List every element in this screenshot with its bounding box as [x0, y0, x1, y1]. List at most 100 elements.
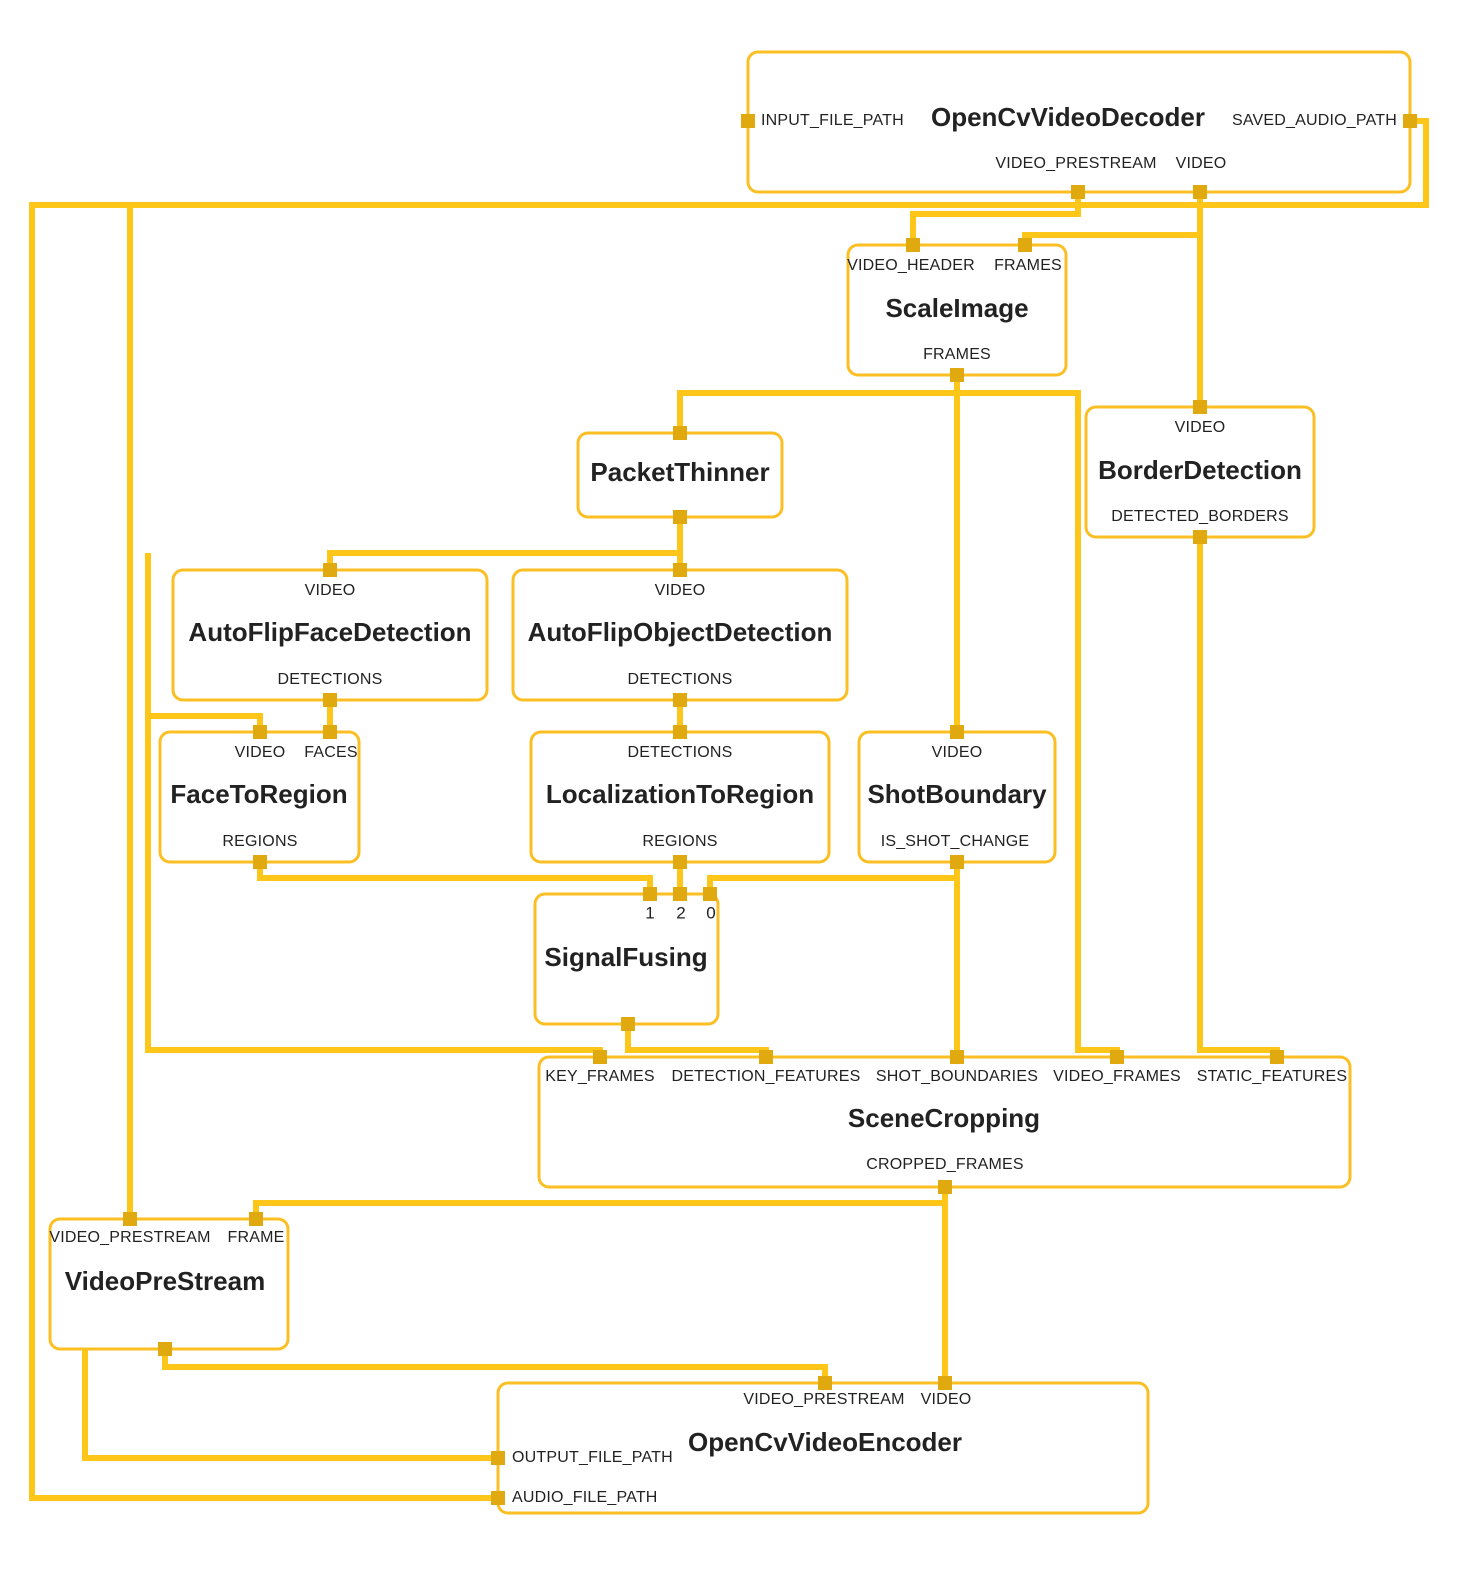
port-label-side-in-encoder-1: AUDIO_FILE_PATH: [512, 1489, 658, 1506]
port-in-shotboundary-0[interactable]: [950, 725, 964, 739]
node-title-localizationtoregion: LocalizationToRegion: [546, 779, 814, 809]
port-label-out-decoder-0: VIDEO_PRESTREAM: [995, 155, 1156, 172]
port-in-scaleimage-1[interactable]: [1018, 238, 1032, 252]
port-in-scenecropping-3[interactable]: [1110, 1050, 1124, 1064]
port-in-facedetection-0[interactable]: [323, 563, 337, 577]
port-out-objectdetection-0[interactable]: [673, 693, 687, 707]
port-label-in-shotboundary-0: VIDEO: [932, 744, 983, 761]
port-label-in-signalfusing-2: 0: [706, 903, 715, 922]
node-facetoregion[interactable]: FaceToRegion VIDEO FACES REGIONS: [158, 725, 361, 869]
edge-videoprestream-out-to-encoder-VIDEO_PRESTREAM: [162, 1349, 828, 1383]
port-in-facetoregion-0[interactable]: [253, 725, 267, 739]
edge-decoder-VIDEO_PRESTREAM-to-videoprestream-VIDEO_PRESTREAM: [127, 202, 1078, 1219]
port-in-localizationtoregion-0[interactable]: [673, 725, 687, 739]
node-title-facedetection: AutoFlipFaceDetection: [188, 617, 471, 647]
node-title-signalfusing: SignalFusing: [544, 942, 707, 972]
port-side-in-decoder-0[interactable]: [741, 114, 755, 128]
port-label-side-in-decoder-0: INPUT_FILE_PATH: [761, 112, 904, 129]
node-localizationtoregion[interactable]: LocalizationToRegion DETECTIONS REGIONS: [529, 725, 831, 869]
port-label-in-scaleimage-1: FRAMES: [994, 257, 1062, 274]
port-in-scaleimage-0[interactable]: [906, 238, 920, 252]
port-label-out-decoder-1: VIDEO: [1176, 155, 1227, 172]
port-label-out-scaleimage-0: FRAMES: [923, 346, 991, 363]
port-label-in-scenecropping-2: SHOT_BOUNDARIES: [876, 1068, 1038, 1085]
port-label-in-videoprestream-1: FRAME: [228, 1229, 285, 1246]
node-packetthinner[interactable]: PacketThinner: [576, 426, 784, 524]
port-in-packetthinner-0[interactable]: [673, 426, 687, 440]
node-title-objectdetection: AutoFlipObjectDetection: [528, 617, 833, 647]
port-label-out-borderdetection-0: DETECTED_BORDERS: [1111, 508, 1288, 525]
port-out-facedetection-0[interactable]: [323, 693, 337, 707]
port-in-facetoregion-1[interactable]: [323, 725, 337, 739]
edge-scaleimage-FRAMES-to-facetoregion-VIDEO: [145, 553, 263, 732]
port-label-in-facetoregion-1: FACES: [304, 744, 357, 761]
port-label-in-scenecropping-1: DETECTION_FEATURES: [671, 1068, 860, 1085]
node-title-scenecropping: SceneCropping: [848, 1103, 1040, 1133]
port-label-in-borderdetection-0: VIDEO: [1175, 419, 1226, 436]
port-out-decoder-1[interactable]: [1193, 185, 1207, 199]
port-label-in-facedetection-0: VIDEO: [305, 582, 356, 599]
port-out-scaleimage-0[interactable]: [950, 368, 964, 382]
port-label-in-scenecropping-0: KEY_FRAMES: [545, 1068, 655, 1085]
port-in-encoder-1[interactable]: [938, 1376, 952, 1390]
port-label-out-scenecropping-0: CROPPED_FRAMES: [866, 1156, 1024, 1173]
port-in-objectdetection-0[interactable]: [673, 563, 687, 577]
port-in-borderdetection-0[interactable]: [1193, 400, 1207, 414]
port-side-in-encoder-0[interactable]: [491, 1451, 505, 1465]
port-out-videoprestream-0[interactable]: [158, 1342, 172, 1356]
port-label-in-objectdetection-0: VIDEO: [655, 582, 706, 599]
port-in-signalfusing-1[interactable]: [673, 887, 687, 901]
port-label-side-in-encoder-0: OUTPUT_FILE_PATH: [512, 1449, 673, 1466]
port-in-scenecropping-4[interactable]: [1270, 1050, 1284, 1064]
port-label-in-videoprestream-0: VIDEO_PRESTREAM: [49, 1229, 210, 1246]
port-in-scenecropping-1[interactable]: [759, 1050, 773, 1064]
port-out-scenecropping-0[interactable]: [938, 1180, 952, 1194]
port-in-scenecropping-2[interactable]: [950, 1050, 964, 1064]
port-label-in-scenecropping-4: STATIC_FEATURES: [1197, 1068, 1348, 1085]
port-in-encoder-0[interactable]: [818, 1376, 832, 1390]
port-label-in-localizationtoregion-0: DETECTIONS: [627, 744, 732, 761]
port-out-localizationtoregion-0[interactable]: [673, 855, 687, 869]
port-out-decoder-0[interactable]: [1071, 185, 1085, 199]
port-label-out-localizationtoregion-0: REGIONS: [642, 833, 717, 850]
node-title-packetthinner: PacketThinner: [590, 457, 769, 487]
node-facedetection[interactable]: AutoFlipFaceDetection VIDEO DETECTIONS: [171, 563, 489, 707]
node-borderdetection[interactable]: BorderDetection VIDEO DETECTED_BORDERS: [1084, 400, 1316, 544]
port-label-out-shotboundary-0: IS_SHOT_CHANGE: [881, 833, 1030, 850]
node-title-decoder: OpenCvVideoDecoder: [931, 102, 1205, 132]
port-label-in-scaleimage-0: VIDEO_HEADER: [847, 257, 975, 274]
port-label-in-signalfusing-1: 2: [676, 903, 685, 922]
port-in-signalfusing-0[interactable]: [643, 887, 657, 901]
port-in-scenecropping-0[interactable]: [593, 1050, 607, 1064]
port-in-videoprestream-1[interactable]: [249, 1212, 263, 1226]
port-label-in-facetoregion-0: VIDEO: [235, 744, 286, 761]
port-out-facetoregion-0[interactable]: [253, 855, 267, 869]
port-out-signalfusing-0[interactable]: [621, 1017, 635, 1031]
node-scenecropping[interactable]: SceneCropping KEY_FRAMES DETECTION_FEATURE…: [537, 1050, 1352, 1194]
node-title-facetoregion: FaceToRegion: [170, 779, 347, 809]
port-out-packetthinner-0[interactable]: [673, 510, 687, 524]
port-in-videoprestream-0[interactable]: [123, 1212, 137, 1226]
node-objectdetection[interactable]: AutoFlipObjectDetection VIDEO DETECTIONS: [511, 563, 849, 707]
port-label-in-encoder-0: VIDEO_PRESTREAM: [743, 1391, 904, 1408]
port-label-out-facedetection-0: DETECTIONS: [277, 671, 382, 688]
node-title-borderdetection: BorderDetection: [1098, 455, 1302, 485]
node-title-encoder: OpenCvVideoEncoder: [688, 1427, 962, 1457]
port-side-in-encoder-1[interactable]: [491, 1491, 505, 1505]
port-out-borderdetection-0[interactable]: [1193, 530, 1207, 544]
port-side-out-decoder-0[interactable]: [1403, 114, 1417, 128]
port-label-side-out-decoder-0: SAVED_AUDIO_PATH: [1232, 112, 1397, 129]
port-label-out-facetoregion-0: REGIONS: [222, 833, 297, 850]
edge-decoder-INPUT_FILE_PATH_bus-to-encoder-OUTPUT_FILE_PATH: [82, 1349, 498, 1461]
port-in-signalfusing-2[interactable]: [703, 887, 717, 901]
port-label-out-objectdetection-0: DETECTIONS: [627, 671, 732, 688]
port-out-shotboundary-0[interactable]: [950, 855, 964, 869]
